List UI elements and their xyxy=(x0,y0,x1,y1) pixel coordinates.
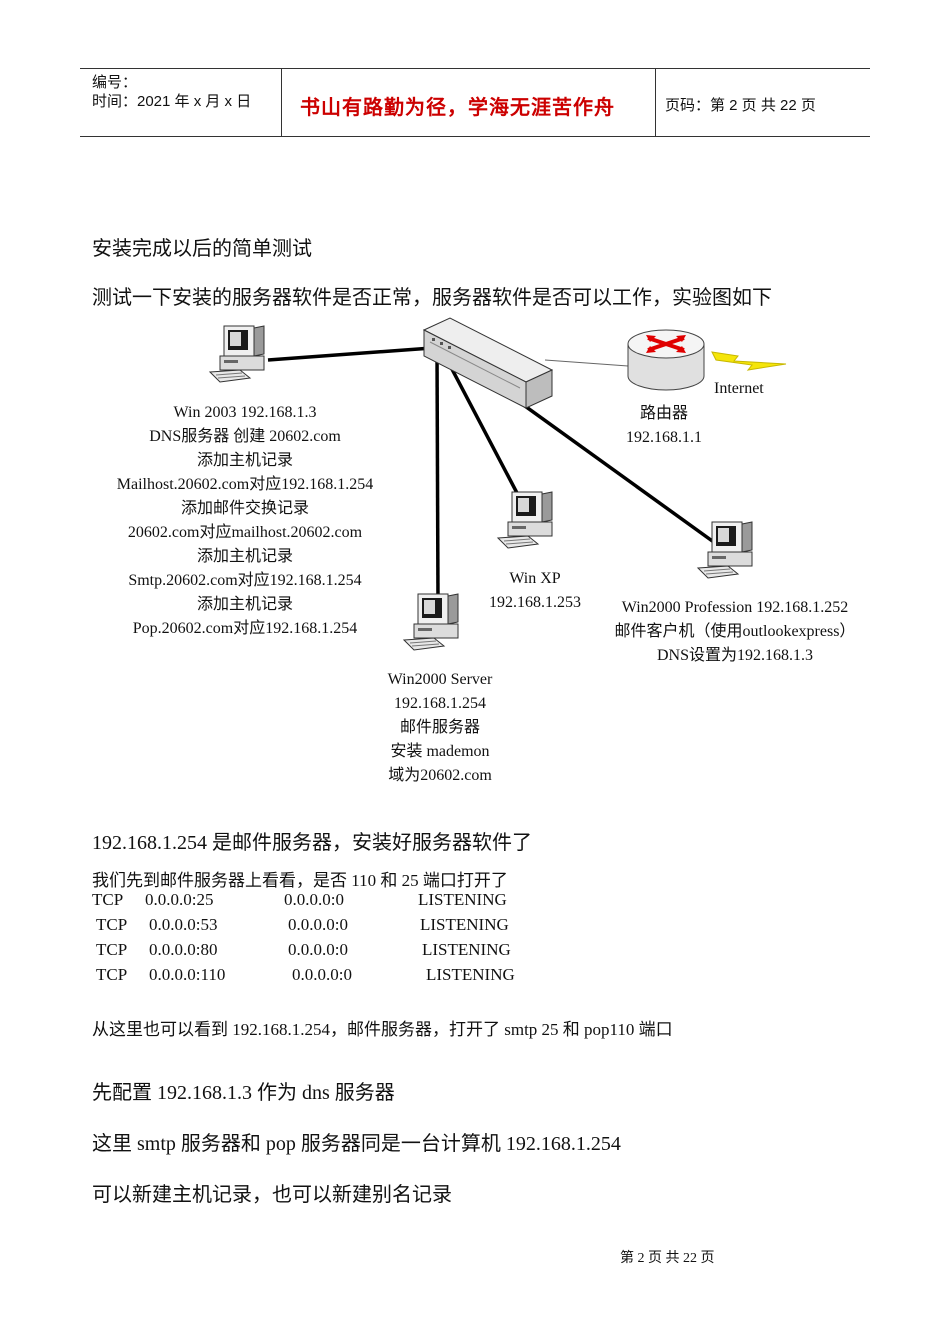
header-divider xyxy=(281,68,282,136)
win2000pro-label: Win2000 Profession 192.168.1.252 邮件客户机（使… xyxy=(614,599,856,664)
cable-win2003 xyxy=(267,346,433,362)
heading-install-test: 安装完成以后的简单测试 xyxy=(92,238,312,260)
record-type-line: 可以新建主机记录，也可以新建别名记录 xyxy=(92,1184,452,1206)
cable-router xyxy=(544,359,629,367)
dns-config-line: 先配置 192.168.1.3 作为 dns 服务器 xyxy=(92,1082,395,1104)
page-footer: 第 2 页 共 22 页 xyxy=(620,1251,715,1266)
cable-win2000server xyxy=(435,351,440,603)
computer-icon-winxp xyxy=(497,491,553,549)
router-icon xyxy=(627,329,705,391)
smtp-pop-line: 这里 smtp 服务器和 pop 服务器同是一台计算机 192.168.1.25… xyxy=(92,1133,621,1155)
header-number: 编号： xyxy=(92,74,138,91)
heading-test-description: 测试一下安装的服务器软件是否正常，服务器软件是否可以工作，实验图如下 xyxy=(92,287,772,309)
win2003-label: Win 2003 192.168.1.3 DNS服务器 创建 20602.com… xyxy=(116,404,374,637)
port-check-intro: 我们先到邮件服务器上看看，是否 110 和 25 端口打开了 xyxy=(92,871,508,890)
computer-icon-win2000pro xyxy=(697,521,753,579)
cable-winxp xyxy=(441,351,529,513)
router-label: 路由器 192.168.1.1 xyxy=(626,405,702,446)
header-bottom-border xyxy=(80,136,870,137)
winxp-label: Win XP 192.168.1.253 xyxy=(489,570,581,611)
win2000server-label: Win2000 Server 192.168.1.254 邮件服务器 安装 ma… xyxy=(387,671,493,784)
lightning-icon xyxy=(711,351,787,371)
port-summary: 从这里也可以看到 192.168.1.254，邮件服务器，打开了 smtp 25… xyxy=(92,1020,673,1039)
header-top-border xyxy=(80,68,870,69)
computer-icon-win2003 xyxy=(209,325,265,383)
header-divider xyxy=(655,68,656,136)
header-time: 时间：2021 年 x 月 x 日 xyxy=(92,93,252,110)
header-motto: 书山有路勤为径，学海无涯苦作舟 xyxy=(300,97,615,119)
network-diagram xyxy=(209,317,787,651)
internet-label: Internet xyxy=(714,380,764,397)
header-page-info: 页码：第 2 页 共 22 页 xyxy=(665,97,816,114)
switch-icon xyxy=(422,317,554,409)
mail-server-heading: 192.168.1.254 是邮件服务器，安装好服务器软件了 xyxy=(92,832,532,854)
